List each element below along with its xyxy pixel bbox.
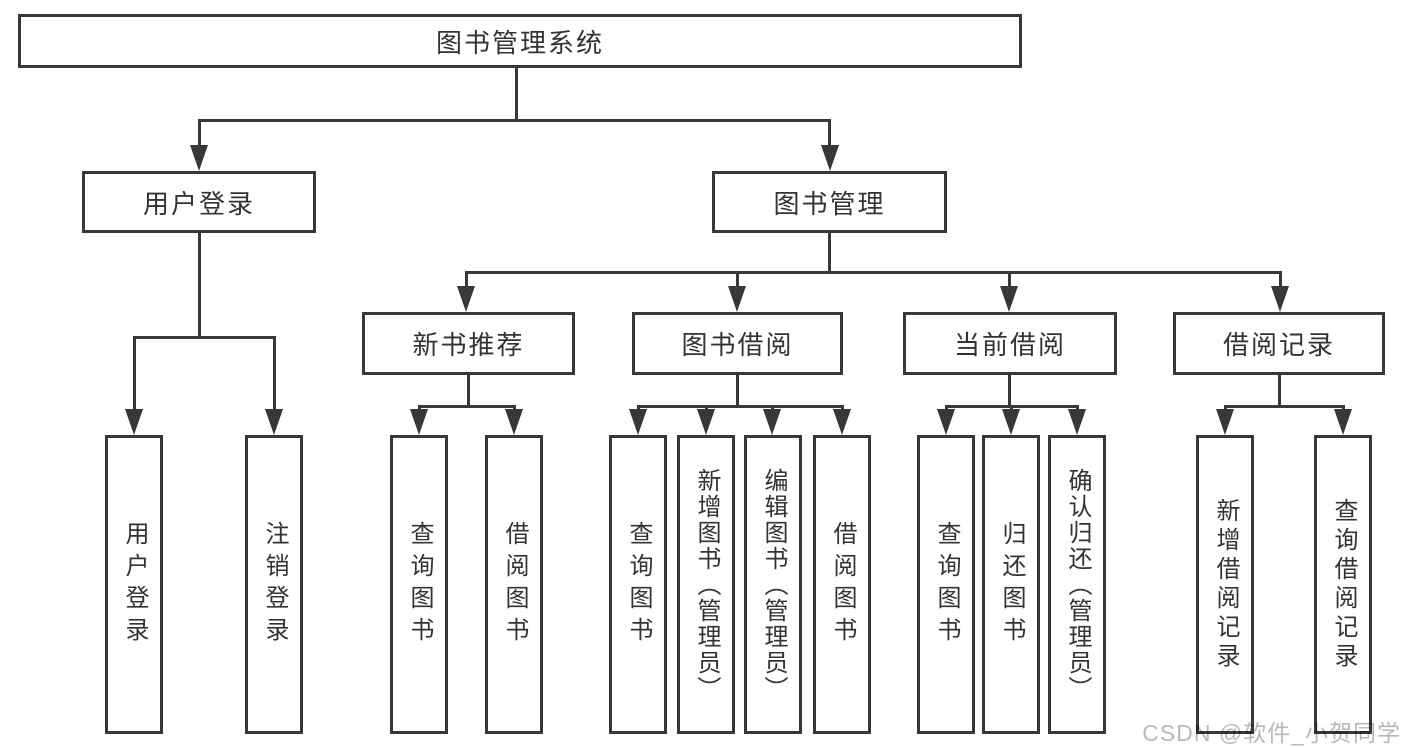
node-book-borrowing: 图书借阅 (632, 312, 843, 375)
connector-vline (1278, 375, 1281, 407)
arrowhead-down-icon (1068, 409, 1086, 435)
leaf-query-books-current: 查询图书 (917, 435, 975, 734)
node-book-management: 图书管理 (712, 171, 947, 233)
node-current-borrowing-label: 当前借阅 (953, 330, 1066, 360)
connector-vline (1008, 375, 1011, 407)
node-book-management-label: 图书管理 (773, 188, 886, 219)
connector-vline (198, 233, 201, 337)
connector-hline (465, 271, 1281, 274)
leaf-add-borrow-record: 新增借阅记录 (1196, 435, 1254, 734)
connector-vline (273, 336, 276, 416)
arrowhead-down-icon (629, 409, 647, 435)
root-node: 图书管理系统 (18, 14, 1022, 68)
arrowhead-down-icon (457, 286, 475, 312)
csdn-watermark: CSDN @软件_小贺同学 (1142, 720, 1401, 746)
connector-hline (1224, 405, 1345, 408)
arrowhead-down-icon (1000, 286, 1018, 312)
leaf-user-login-label: 用户登录 (121, 520, 148, 649)
leaf-query-books-current-label: 查询图书 (933, 520, 960, 649)
leaf-query-books-recommend: 查询图书 (390, 435, 448, 734)
connector-vline (828, 119, 831, 150)
arrowhead-down-icon (1002, 409, 1020, 435)
node-user-login-label: 用户登录 (142, 188, 255, 219)
connector-vline (1279, 271, 1282, 291)
leaf-query-books-recommend-label: 查询图书 (406, 520, 433, 649)
arrowhead-down-icon (1334, 409, 1352, 435)
leaf-query-books-borrowing: 查询图书 (609, 435, 667, 734)
leaf-borrow-books-borrowing: 借阅图书 (813, 435, 871, 734)
leaf-edit-book-admin-label: 编辑图书（管理员） (760, 467, 787, 702)
arrowhead-down-icon (1216, 409, 1234, 435)
arrowhead-down-icon (833, 409, 851, 435)
connector-vline (828, 233, 831, 273)
connector-vline (515, 68, 518, 119)
connector-hline (133, 336, 275, 339)
arrowhead-down-icon (937, 409, 955, 435)
leaf-add-book-admin: 新增图书（管理员） (677, 435, 735, 734)
node-current-borrowing: 当前借阅 (903, 312, 1117, 375)
arrowhead-down-icon (265, 409, 283, 435)
node-user-login: 用户登录 (82, 171, 316, 233)
arrowhead-down-icon (190, 145, 208, 171)
leaf-query-books-borrowing-label: 查询图书 (625, 520, 652, 649)
connector-hline (198, 119, 831, 122)
connector-vline (736, 271, 739, 291)
leaf-return-book-label: 归还图书 (998, 520, 1025, 649)
arrowhead-down-icon (763, 409, 781, 435)
node-borrow-records-label: 借阅记录 (1222, 330, 1335, 360)
arrowhead-down-icon (410, 409, 428, 435)
node-book-borrowing-label: 图书借阅 (681, 330, 794, 360)
connector-vline (133, 336, 136, 416)
leaf-add-borrow-record-label: 新增借阅记录 (1212, 497, 1239, 672)
leaf-user-login: 用户登录 (105, 435, 163, 734)
leaf-query-borrow-record-label: 查询借阅记录 (1330, 497, 1357, 672)
node-borrow-records: 借阅记录 (1173, 312, 1385, 375)
arrowhead-down-icon (697, 409, 715, 435)
leaf-borrow-books-recommend-label: 借阅图书 (501, 520, 528, 649)
leaf-return-book: 归还图书 (982, 435, 1040, 734)
node-new-book-recommend: 新书推荐 (362, 312, 575, 375)
arrowhead-down-icon (821, 145, 839, 171)
root-node-label: 图书管理系统 (435, 27, 604, 58)
leaf-borrow-books-recommend: 借阅图书 (485, 435, 543, 734)
arrowhead-down-icon (728, 286, 746, 312)
leaf-edit-book-admin: 编辑图书（管理员） (744, 435, 802, 734)
node-new-book-recommend-label: 新书推荐 (412, 330, 525, 360)
connector-hline (418, 405, 516, 408)
connector-vline (467, 375, 470, 407)
connector-vline (736, 375, 739, 407)
arrowhead-down-icon (125, 409, 143, 435)
leaf-logout: 注销登录 (245, 435, 303, 734)
connector-vline (465, 271, 468, 291)
connector-vline (198, 119, 201, 150)
leaf-add-book-admin-label: 新增图书（管理员） (693, 467, 720, 702)
arrowhead-down-icon (505, 409, 523, 435)
leaf-logout-label: 注销登录 (261, 520, 288, 649)
arrowhead-down-icon (1271, 286, 1289, 312)
leaf-confirm-return-admin: 确认归还（管理员） (1048, 435, 1106, 734)
leaf-confirm-return-admin-label: 确认归还（管理员） (1064, 467, 1091, 702)
connector-hline (637, 405, 843, 408)
leaf-query-borrow-record: 查询借阅记录 (1314, 435, 1372, 734)
connector-vline (1008, 271, 1011, 291)
leaf-borrow-books-borrowing-label: 借阅图书 (829, 520, 856, 649)
